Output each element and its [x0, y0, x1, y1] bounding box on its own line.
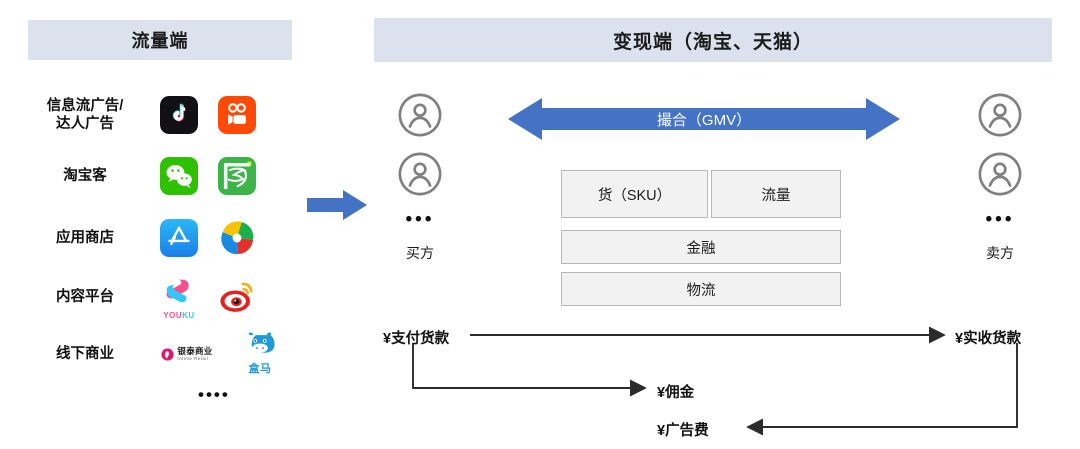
buyer-group: ••• 买方: [385, 92, 455, 263]
flow-label-commission: ¥佣金: [657, 385, 695, 401]
kuaishou-icon[interactable]: [216, 92, 258, 138]
channel-icon-group: 银泰商业 Intime Retail: [158, 331, 282, 377]
panel-header-monetization: 变现端（淘宝、天猫）: [374, 18, 1052, 62]
flow-pay-to-commission: [412, 343, 647, 397]
channel-label: 应用商店: [56, 229, 114, 246]
kuaishou-icon-glyph: [218, 96, 256, 134]
seller-avatar-icon: [978, 152, 1022, 196]
channel-row-content-platform: 内容平台 YOUKU: [30, 274, 330, 320]
more-channels-dots: ••••: [198, 385, 230, 404]
weibo-icon[interactable]: [216, 274, 258, 320]
channel-row-taobaoke: 淘宝客: [30, 153, 330, 199]
seller-avatar-icon: [978, 93, 1022, 137]
youku-caption: YOUKU: [163, 311, 195, 320]
capability-box-traffic: 流量: [711, 170, 841, 218]
seller-more-dots: •••: [985, 209, 1015, 230]
intime-retail-icon[interactable]: 银泰商业 Intime Retail: [158, 331, 216, 377]
flow-receive-to-adfee: [746, 343, 1018, 436]
buyer-label: 买方: [406, 245, 434, 261]
channel-label: 内容平台: [56, 288, 114, 305]
app-store-icon[interactable]: [158, 215, 200, 261]
seller-label: 卖方: [986, 245, 1014, 261]
tencent-myapp-icon-glyph: [219, 220, 255, 256]
wechat-icon-glyph: [160, 157, 198, 195]
buyer-avatar-icon: [398, 93, 442, 137]
channel-icon-group: YOUKU: [158, 274, 258, 320]
intime-name-en: Intime Retail: [177, 355, 209, 361]
intime-name-cn: 银泰商业: [177, 345, 213, 356]
fanli-icon-glyph: [218, 157, 256, 195]
hema-hippo-icon-glyph: [248, 332, 275, 353]
channel-label: 线下商业: [56, 345, 114, 362]
tencent-myapp-icon[interactable]: [216, 215, 258, 261]
douyin-icon[interactable]: [158, 92, 200, 138]
traffic-to-monetization-arrow: [307, 190, 367, 220]
buyer-more-dots: •••: [405, 209, 435, 230]
flow-label-ad-fee: ¥广告费: [657, 423, 709, 439]
flow-label-pay: ¥支付货款: [383, 331, 450, 347]
channel-row-app-store: 应用商店: [30, 215, 330, 261]
app-store-icon-glyph: [160, 219, 198, 257]
channel-label: 信息流广告/ 达人广告: [46, 97, 124, 132]
flow-label-receive: ¥实收货款: [955, 331, 1022, 347]
weibo-icon-glyph: [220, 282, 253, 312]
wechat-icon[interactable]: [158, 153, 200, 199]
capability-box-finance: 金融: [561, 230, 841, 264]
channel-label: 淘宝客: [63, 167, 107, 184]
youku-icon-glyph: [166, 279, 189, 303]
channel-icon-group: [158, 215, 258, 261]
channel-icon-group: [158, 153, 258, 199]
douyin-icon-glyph: [160, 96, 198, 134]
gmv-bidirectional-arrow: [508, 98, 900, 140]
hema-icon[interactable]: 盒马: [238, 331, 282, 377]
seller-group: ••• 卖方: [965, 92, 1035, 263]
youku-icon[interactable]: YOUKU: [158, 274, 200, 320]
fanli-icon[interactable]: [216, 153, 258, 199]
hema-caption: 盒马: [248, 363, 272, 375]
panel-header-traffic: 流量端: [28, 20, 292, 60]
intime-mark-icon: [161, 347, 174, 361]
channel-icon-group: [158, 92, 258, 138]
channel-row-offline-retail: 线下商业 银泰商业 Intime Retail: [30, 331, 330, 377]
capability-box-logistics: 物流: [561, 272, 841, 306]
channel-row-feed-ads: 信息流广告/ 达人广告: [30, 92, 330, 138]
capability-box-sku: 货（SKU）: [561, 170, 708, 218]
buyer-avatar-icon: [398, 152, 442, 196]
